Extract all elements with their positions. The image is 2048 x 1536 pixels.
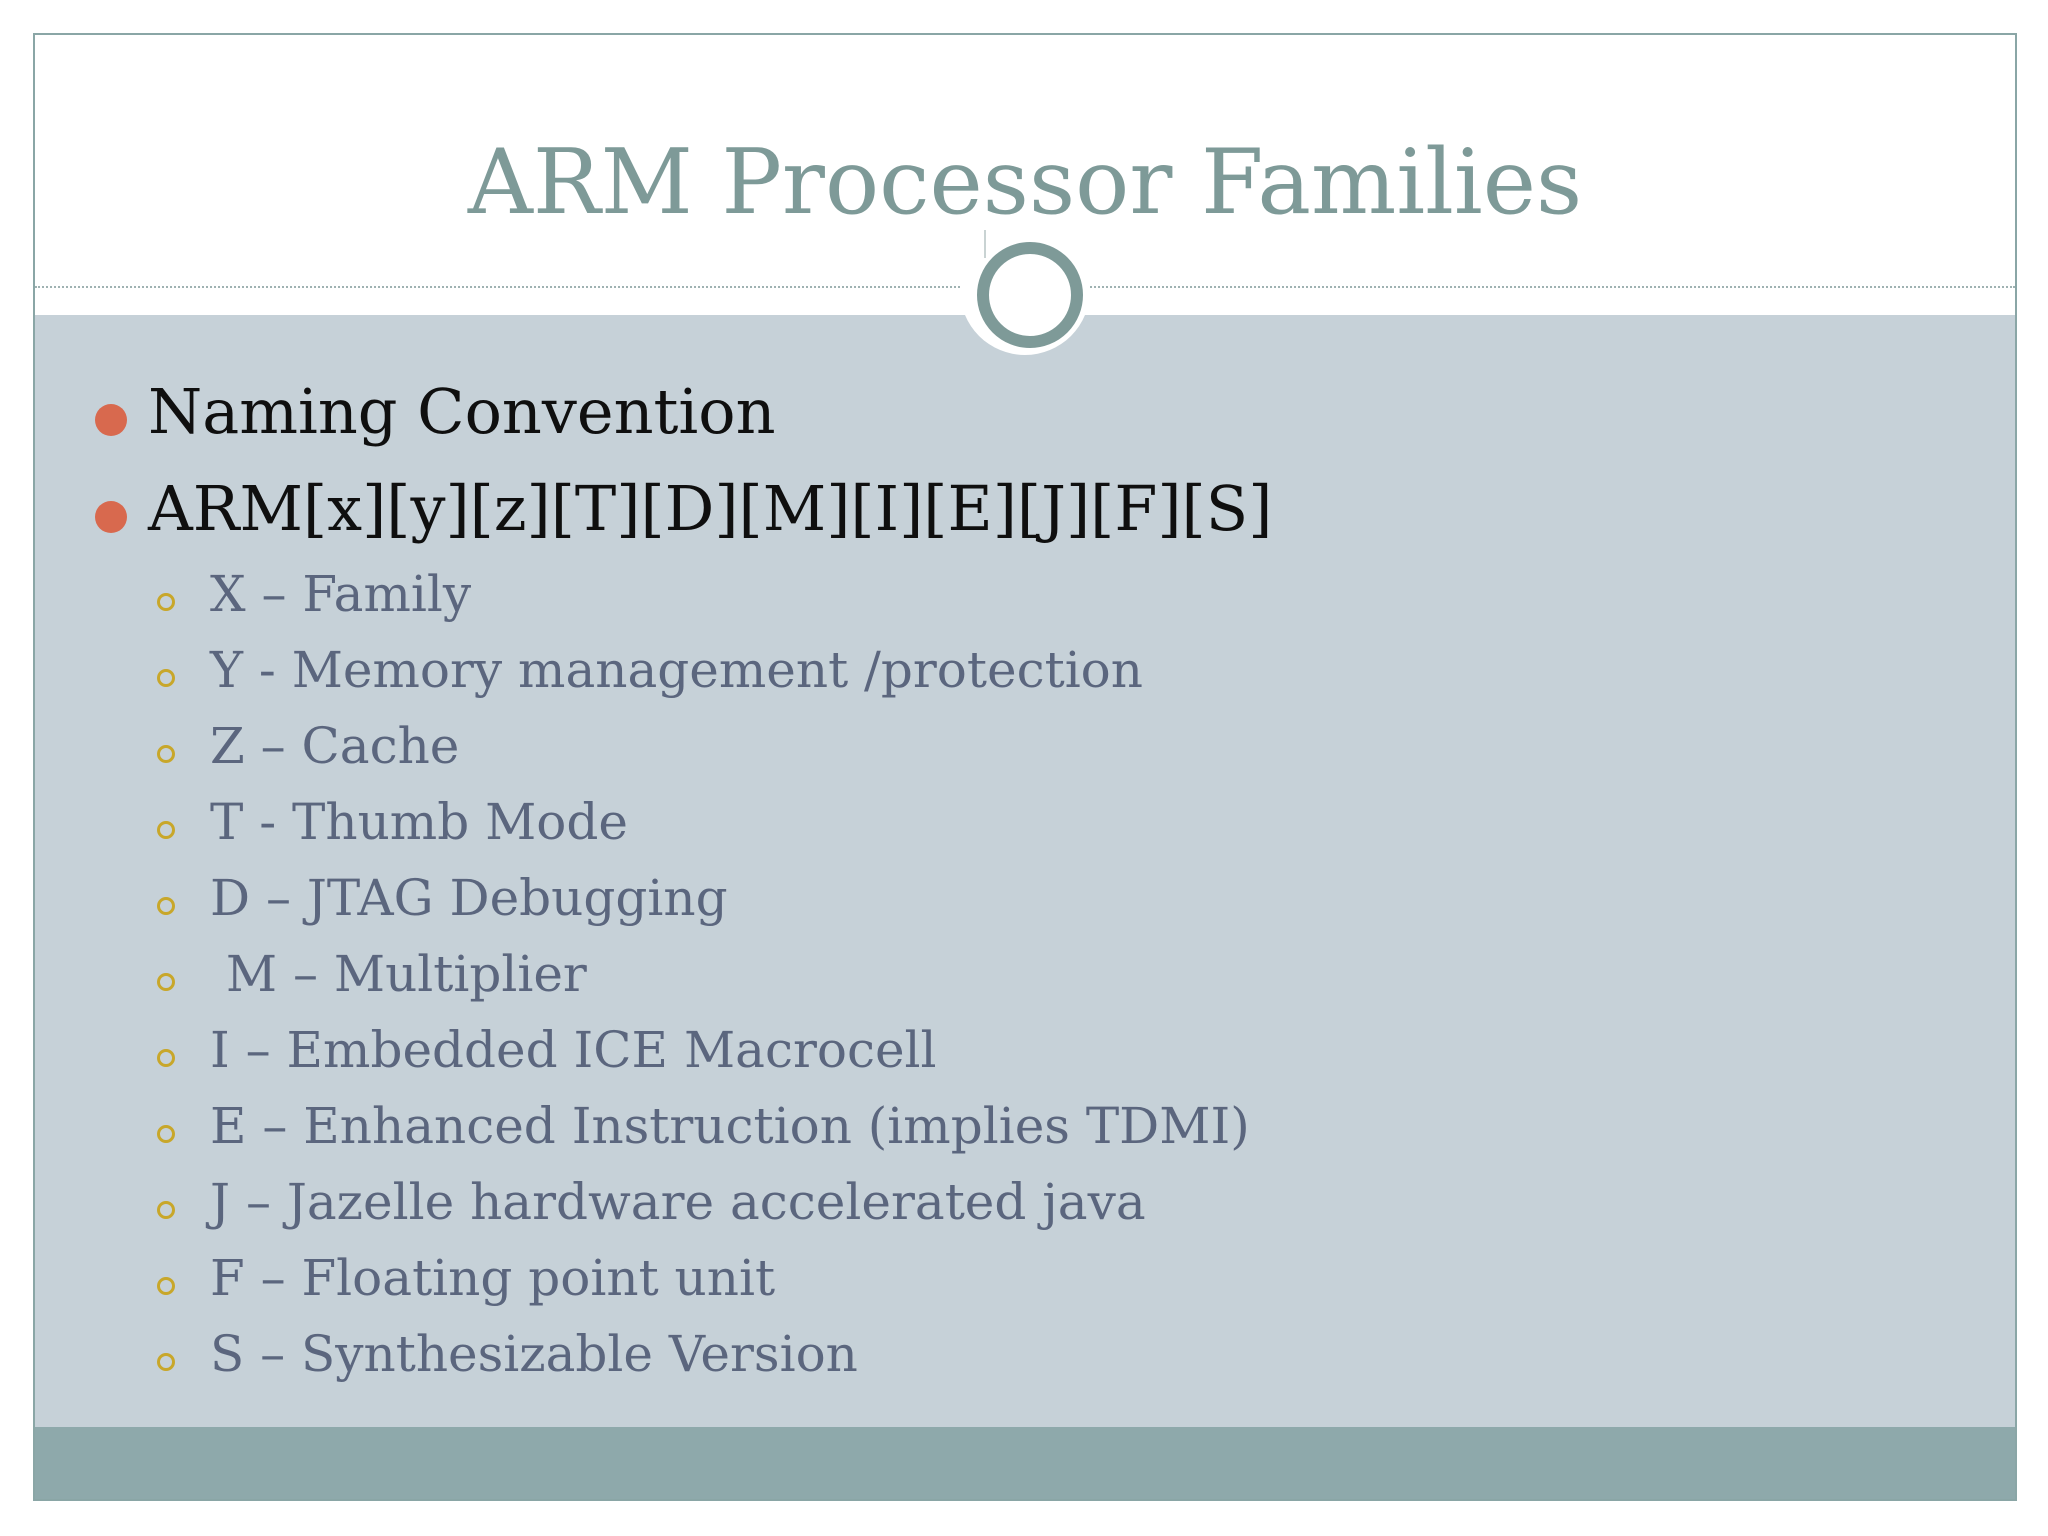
sub-bullet-item: I – Embedded ICE Macrocell [210, 1021, 937, 1079]
ring-ornament [960, 225, 1090, 355]
ring-bullet-icon [157, 821, 175, 839]
sub-bullet-item: X – Family [210, 565, 472, 623]
ring-bullet-icon [157, 593, 175, 611]
ring-bullet-icon [157, 1049, 175, 1067]
ring-bullet-icon [157, 1353, 175, 1371]
sub-bullet-item: F – Floating point unit [210, 1249, 776, 1307]
orange-dot-icon [95, 501, 127, 533]
footer-band [35, 1427, 2015, 1499]
bullet-item: Naming Convention [148, 375, 776, 448]
ring-bullet-icon [157, 1201, 175, 1219]
sub-bullet-item: D – JTAG Debugging [210, 869, 728, 927]
sub-bullet-item: T - Thumb Mode [210, 793, 628, 851]
slide-title: ARM Processor Families [467, 130, 1583, 235]
circle-ornament-icon [977, 242, 1083, 348]
ring-bullet-icon [157, 897, 175, 915]
sub-bullet-item: E – Enhanced Instruction (implies TDMI) [210, 1097, 1250, 1155]
content-area: Naming Convention ARM[x][y][z][T][D][M][… [35, 315, 2015, 1467]
sub-bullet-item: Z – Cache [210, 717, 460, 775]
slide: ARM Processor Families Naming Convention… [33, 33, 2017, 1501]
ring-bullet-icon [157, 1125, 175, 1143]
ornament-tick [984, 230, 986, 258]
sub-bullet-item: S – Synthesizable Version [210, 1325, 858, 1383]
ring-bullet-icon [157, 669, 175, 687]
sub-bullet-item: M – Multiplier [210, 945, 587, 1003]
sub-bullet-item: Y - Memory management /protection [210, 641, 1143, 699]
ring-bullet-icon [157, 745, 175, 763]
ring-bullet-icon [157, 1277, 175, 1295]
orange-dot-icon [95, 404, 127, 436]
ring-bullet-icon [157, 973, 175, 991]
bullet-item: ARM[x][y][z][T][D][M][I][E][J][F][S] [148, 472, 1273, 545]
sub-bullet-item: J – Jazelle hardware accelerated java [210, 1173, 1146, 1231]
